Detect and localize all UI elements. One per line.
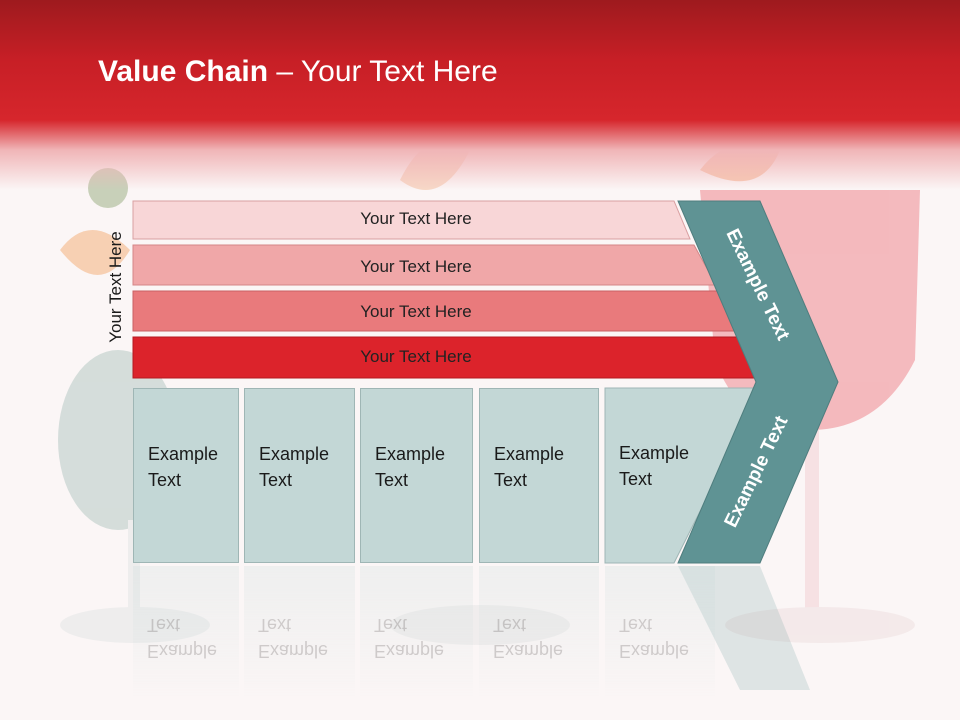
chevron-reflection xyxy=(678,566,810,690)
title-bold: Value Chain xyxy=(98,55,269,88)
header-bar xyxy=(0,0,960,200)
band-label-2: Your Text Here xyxy=(360,257,472,276)
band-label-1: Your Text Here xyxy=(360,209,472,228)
band-label-4: Your Text Here xyxy=(360,347,472,366)
chevron-shape xyxy=(677,200,839,564)
page-title: Value Chain – Your Text Here xyxy=(98,55,498,89)
title-rest: – Your Text Here xyxy=(268,55,498,88)
band-label-3: Your Text Here xyxy=(360,302,472,321)
side-label-text: Your Text Here xyxy=(106,231,125,343)
box-shape-5 xyxy=(604,387,763,564)
band-shape-1 xyxy=(132,200,691,240)
